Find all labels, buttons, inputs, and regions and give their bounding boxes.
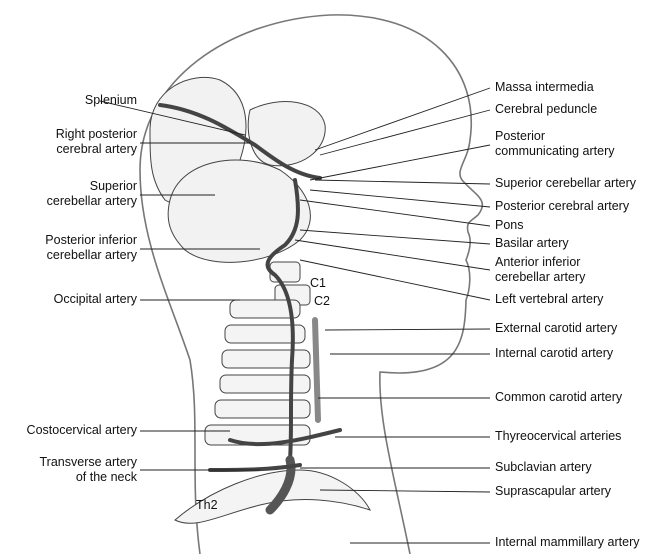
label-common-carotid-artery: Common carotid artery — [495, 390, 623, 404]
leader-lines — [99, 87, 491, 544]
label-basilar-artery: Basilar artery — [495, 236, 569, 250]
label-thyreocervical-arteries: Thyreocervical arteries — [495, 429, 622, 443]
label-left-vertebral-artery: Left vertebral artery — [495, 292, 604, 306]
label-cerebral-peduncle: Cerebral peduncle — [495, 102, 598, 116]
spine — [174, 261, 371, 524]
label-posterior-cerebral-artery: Posterior cerebral artery — [495, 199, 630, 213]
label-c1: C1 — [310, 276, 326, 290]
label-internal-mammillary-artery: Internal mammillary artery — [495, 535, 640, 549]
label-costocervical-artery: Costocervical artery — [26, 423, 137, 437]
label-occipital-artery: Occipital artery — [53, 292, 137, 306]
label-massa-intermedia: Massa intermedia — [495, 80, 594, 94]
label-pons: Pons — [495, 218, 524, 232]
label-internal-carotid-artery: Internal carotid artery — [495, 346, 614, 360]
brain — [149, 76, 326, 263]
label-th2: Th2 — [196, 498, 218, 512]
head-outline — [139, 14, 484, 554]
label-splenium: Splenium — [84, 93, 137, 107]
label-external-carotid-artery: External carotid artery — [495, 321, 618, 335]
label-superior-cerebellar-artery: Superior cerebellar artery — [495, 176, 637, 190]
label-suprascapular-artery: Suprascapular artery — [495, 484, 612, 498]
label-c2: C2 — [314, 294, 330, 308]
arteries — [158, 103, 342, 515]
label-subclavian-artery: Subclavian artery — [495, 460, 592, 474]
